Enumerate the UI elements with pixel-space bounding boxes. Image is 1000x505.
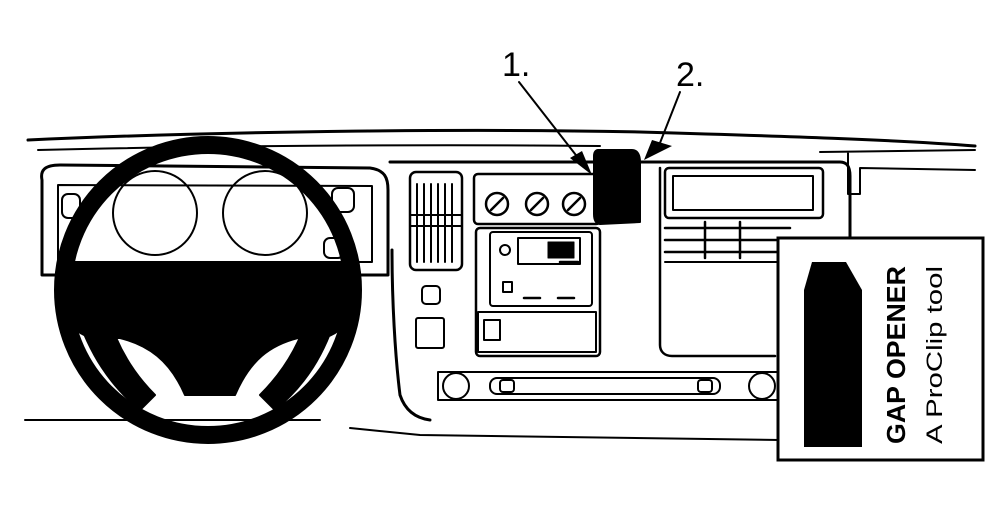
- callout-2-arrowhead: [644, 140, 672, 160]
- radio-faceplate: [489, 231, 593, 307]
- lower-slot-left-knob: [499, 379, 515, 393]
- climate-knob-markers: [489, 196, 582, 212]
- gap-opener-subtitle: A ProClip tool: [922, 266, 947, 444]
- grille-bars: [663, 220, 792, 260]
- lower-left-knob: [442, 372, 470, 400]
- gap-opener-inset: GAP OPENER A ProClip tool: [776, 236, 985, 462]
- climate-knob-2: [524, 191, 550, 217]
- callout-1-arrowhead: [570, 151, 592, 175]
- storage-compartment-inner: [672, 175, 814, 211]
- speedometer-gauge: [112, 170, 198, 256]
- climate-knob-1: [484, 191, 510, 217]
- console-pocket-inner: [483, 319, 501, 341]
- radio-buttons: [522, 260, 580, 300]
- climate-panel: [472, 172, 602, 226]
- console-pocket: [477, 311, 597, 353]
- callout-1-label: 1.: [502, 46, 530, 84]
- lower-slot: [489, 377, 721, 395]
- callout-2-label: 2.: [676, 56, 704, 94]
- gap-opener-tool-icon: [804, 262, 862, 447]
- air-vent: [408, 170, 464, 272]
- instrument-cluster-hood: [40, 163, 390, 277]
- steering-wheel-spoke-right: [259, 309, 339, 411]
- tachometer-gauge: [222, 170, 308, 256]
- steering-wheel-spoke-left: [74, 309, 156, 411]
- instrument-cluster-inner: [57, 184, 373, 263]
- radio-unit: [474, 226, 602, 358]
- switch-large: [415, 317, 445, 349]
- radio-display-fill: [547, 241, 575, 259]
- lower-right-knob: [748, 372, 776, 400]
- callout-1-leader: [518, 81, 587, 169]
- glovebox-outline: [658, 166, 777, 358]
- center-console-outline: [388, 160, 852, 422]
- dashboard-right-wing: [819, 149, 976, 195]
- radio-knob: [499, 244, 511, 256]
- lower-slot-right-knob: [697, 379, 713, 393]
- radio-button-small: [502, 281, 513, 293]
- radio-display: [517, 237, 581, 265]
- climate-knob-3: [561, 191, 587, 217]
- holder-block: [593, 149, 641, 225]
- dashboard-top-edge-inner: [37, 144, 601, 151]
- switch-small: [421, 285, 441, 305]
- dashboard-top-edge: [26, 128, 977, 148]
- steering-wheel-hub: [59, 261, 356, 396]
- air-vent-slats: [409, 183, 463, 263]
- callout-2-leader: [657, 91, 681, 149]
- storage-compartment: [663, 166, 825, 220]
- gap-opener-title: GAP OPENER: [881, 266, 911, 444]
